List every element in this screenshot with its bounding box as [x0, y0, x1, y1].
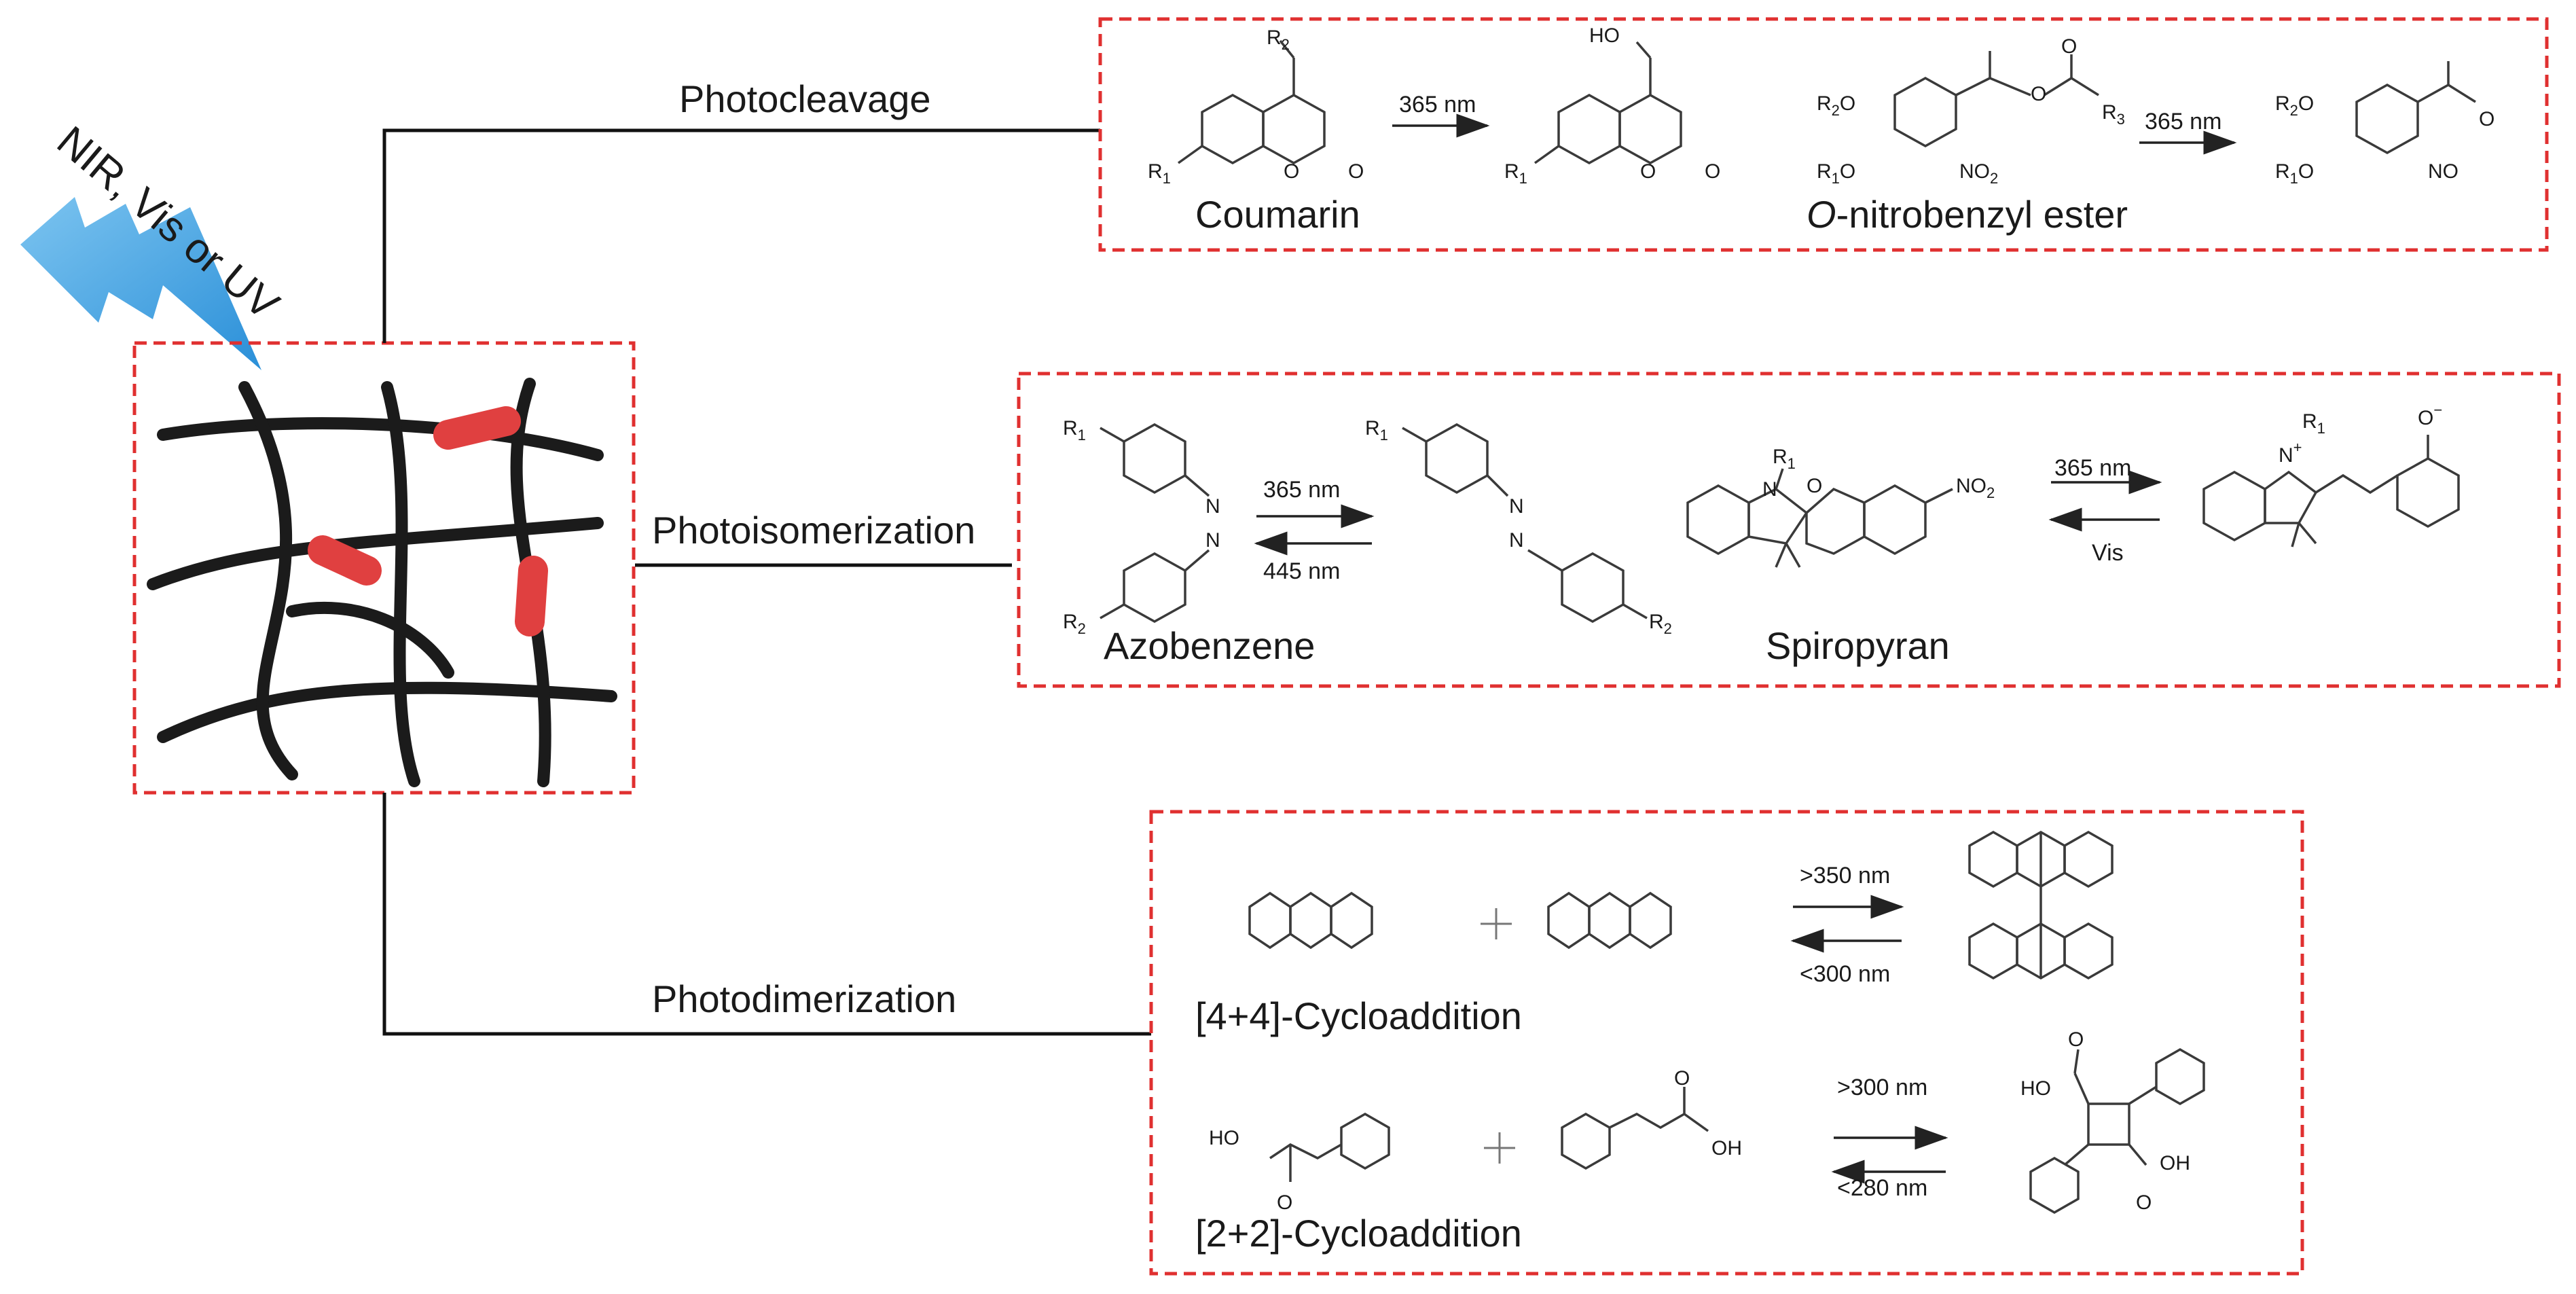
photocleavage-box — [1098, 17, 2549, 252]
photodimerization-box — [1149, 810, 2304, 1276]
svg-text:R1: R1 — [1365, 417, 1388, 444]
spiropyran-name: Spiropyran — [1766, 624, 1950, 667]
photodimerization-label: Photodimerization — [652, 977, 956, 1020]
coumarin-structure: R2 R1 O O — [1148, 26, 1364, 187]
svg-text:OH: OH — [2160, 1152, 2190, 1174]
svg-text:R2O: R2O — [2275, 92, 2314, 119]
svg-text:R2O: R2O — [1817, 92, 1855, 119]
svg-text:HO: HO — [1209, 1127, 1239, 1149]
connector-lines — [382, 128, 1151, 1036]
hydrogel-network — [132, 341, 636, 795]
nitroso-product-structure: R2O R1O NO O — [2275, 61, 2495, 187]
azobenzene-backward: 445 nm — [1263, 558, 1340, 584]
svg-text:R1: R1 — [1063, 417, 1086, 444]
cyclobutane-dimer: HO O OH O — [2020, 1028, 2205, 1215]
azobenzene-trans-structure: N N R1 R2 — [1365, 417, 1672, 637]
azobenzene-forward: 365 nm — [1263, 477, 1340, 503]
cyclo44-backward: <300 nm — [1800, 961, 1890, 987]
svg-text:O: O — [1284, 160, 1299, 183]
spiropyran-structure: N O R1 NO2 — [1686, 446, 1995, 568]
svg-text:R3: R3 — [2102, 101, 2125, 128]
svg-text:N: N — [1205, 529, 1220, 552]
svg-text:HO: HO — [2020, 1077, 2051, 1100]
svg-text:O: O — [1807, 475, 1822, 497]
svg-text:O: O — [1674, 1067, 1690, 1090]
crosslink-1 — [433, 406, 521, 450]
photoisomerization-box — [1017, 372, 2561, 688]
anthracene-1 — [1248, 891, 1373, 950]
spiropyran-backward: Vis — [2092, 540, 2124, 566]
svg-text:R2: R2 — [1267, 26, 1290, 53]
svg-text:HO: HO — [1589, 24, 1620, 47]
azobenzene-cis-structure: N N R1 R2 — [1063, 417, 1220, 637]
svg-text:N: N — [1205, 495, 1220, 518]
coumarin-name: Coumarin — [1195, 193, 1360, 236]
svg-text:N: N — [1509, 529, 1524, 552]
svg-text:NO: NO — [2428, 160, 2459, 183]
anthracene-dimer — [1968, 830, 2114, 980]
light-bolt-icon — [20, 197, 261, 370]
svg-text:O−: O− — [2418, 401, 2442, 429]
cyclo22-forward: >300 nm — [1837, 1075, 1927, 1100]
svg-text:R2: R2 — [1649, 611, 1672, 637]
anthracene-2 — [1547, 891, 1672, 950]
crosslink-2 — [308, 535, 382, 586]
svg-text:R1O: R1O — [1817, 160, 1855, 187]
svg-text:R2: R2 — [1063, 611, 1086, 637]
svg-text:NO2: NO2 — [1959, 160, 1998, 187]
svg-text:N: N — [1509, 495, 1524, 518]
svg-text:O: O — [2136, 1191, 2152, 1214]
svg-text:O: O — [1705, 160, 1720, 183]
svg-text:O: O — [2068, 1028, 2084, 1051]
svg-text:O: O — [2479, 108, 2495, 130]
cinnamic-acid-1: HO O — [1209, 1112, 1390, 1214]
svg-text:R1: R1 — [1148, 160, 1171, 187]
cyclo22-name: [2+2]-Cycloaddition — [1195, 1212, 1522, 1255]
spiropyran-forward: 365 nm — [2054, 455, 2131, 481]
svg-text:N+: N+ — [2279, 439, 2302, 467]
svg-text:R1O: R1O — [2275, 160, 2314, 187]
svg-text:R1: R1 — [1773, 446, 1796, 472]
svg-text:R1: R1 — [2302, 410, 2325, 437]
coumarin-product-structure: HO R1 O O — [1504, 24, 1720, 187]
nitrobenzyl-name: O-nitrobenzyl ester — [1807, 193, 2128, 236]
azobenzene-name: Azobenzene — [1104, 624, 1315, 667]
svg-text:O: O — [1640, 160, 1656, 183]
svg-text:O: O — [2031, 83, 2046, 105]
svg-text:O: O — [1348, 160, 1364, 183]
photocleavage-label: Photocleavage — [679, 77, 931, 120]
svg-text:R1: R1 — [1504, 160, 1527, 187]
cyclo44-name: [4+4]-Cycloaddition — [1195, 994, 1522, 1037]
cyclo22-backward: <280 nm — [1837, 1175, 1927, 1201]
svg-text:OH: OH — [1711, 1137, 1742, 1160]
crosslink-3 — [515, 556, 548, 636]
svg-text:N: N — [1762, 478, 1777, 501]
nitrobenzyl-wavelength: 365 nm — [2145, 109, 2221, 134]
svg-text:NO2: NO2 — [1956, 475, 1995, 501]
svg-text:O: O — [2061, 35, 2077, 58]
merocyanine-structure: N+ R1 O− — [2202, 401, 2460, 547]
nitrobenzyl-structure: R2O R1O NO2 O O R3 — [1817, 35, 2125, 187]
svg-text:O: O — [1277, 1191, 1292, 1214]
cinnamic-acid-2: O OH — [1561, 1067, 1742, 1170]
photoisomerization-label: Photoisomerization — [652, 509, 975, 552]
cyclo44-forward: >350 nm — [1800, 863, 1890, 888]
coumarin-wavelength: 365 nm — [1399, 92, 1476, 118]
